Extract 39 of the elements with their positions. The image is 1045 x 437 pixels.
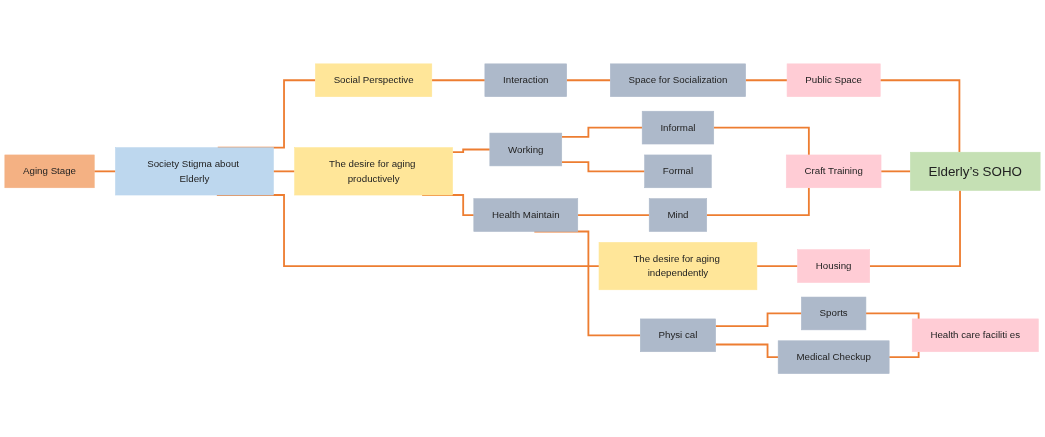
connector [879,79,961,153]
connector [865,312,920,320]
connector [705,186,810,216]
node-box: Formal [644,154,712,188]
connector [560,126,644,138]
connector [560,160,646,173]
node-box: Housing [797,249,870,283]
node-box: Health care faciliti es [911,318,1039,352]
connector [714,312,803,327]
node-box: Space for Socialization [610,63,746,97]
node-box: Sports [801,296,867,330]
connector [712,126,810,156]
connector [888,350,920,358]
node-box: Society Stigma about Elderly [115,147,274,196]
connector [868,189,961,267]
node-box: Informal [641,110,715,145]
connector [576,213,651,216]
node-box: Social Perspective [315,63,433,97]
node-box: Health Maintain [473,198,579,232]
connector [565,79,612,81]
node-box: The desire for aging productively [294,147,453,196]
connector [430,79,486,81]
node-box: Physi cal [640,318,716,352]
connector [714,343,780,358]
node-box: Craft Training [785,154,882,188]
connector [272,170,296,173]
node-box: Mind [648,198,707,232]
connector [756,264,799,267]
connector [880,170,912,173]
node-box: Interaction [484,63,567,97]
node-box: The desire for aging independently [598,241,758,290]
connector [451,148,491,153]
node-box: Aging Stage [4,154,95,188]
connector [744,79,788,81]
node-box: Public Space [786,63,881,97]
node-box: Elderly’s SOHO [910,151,1041,191]
connector [93,170,117,173]
node-box: Medical Checkup [777,340,890,374]
node-box: Working [489,132,563,166]
